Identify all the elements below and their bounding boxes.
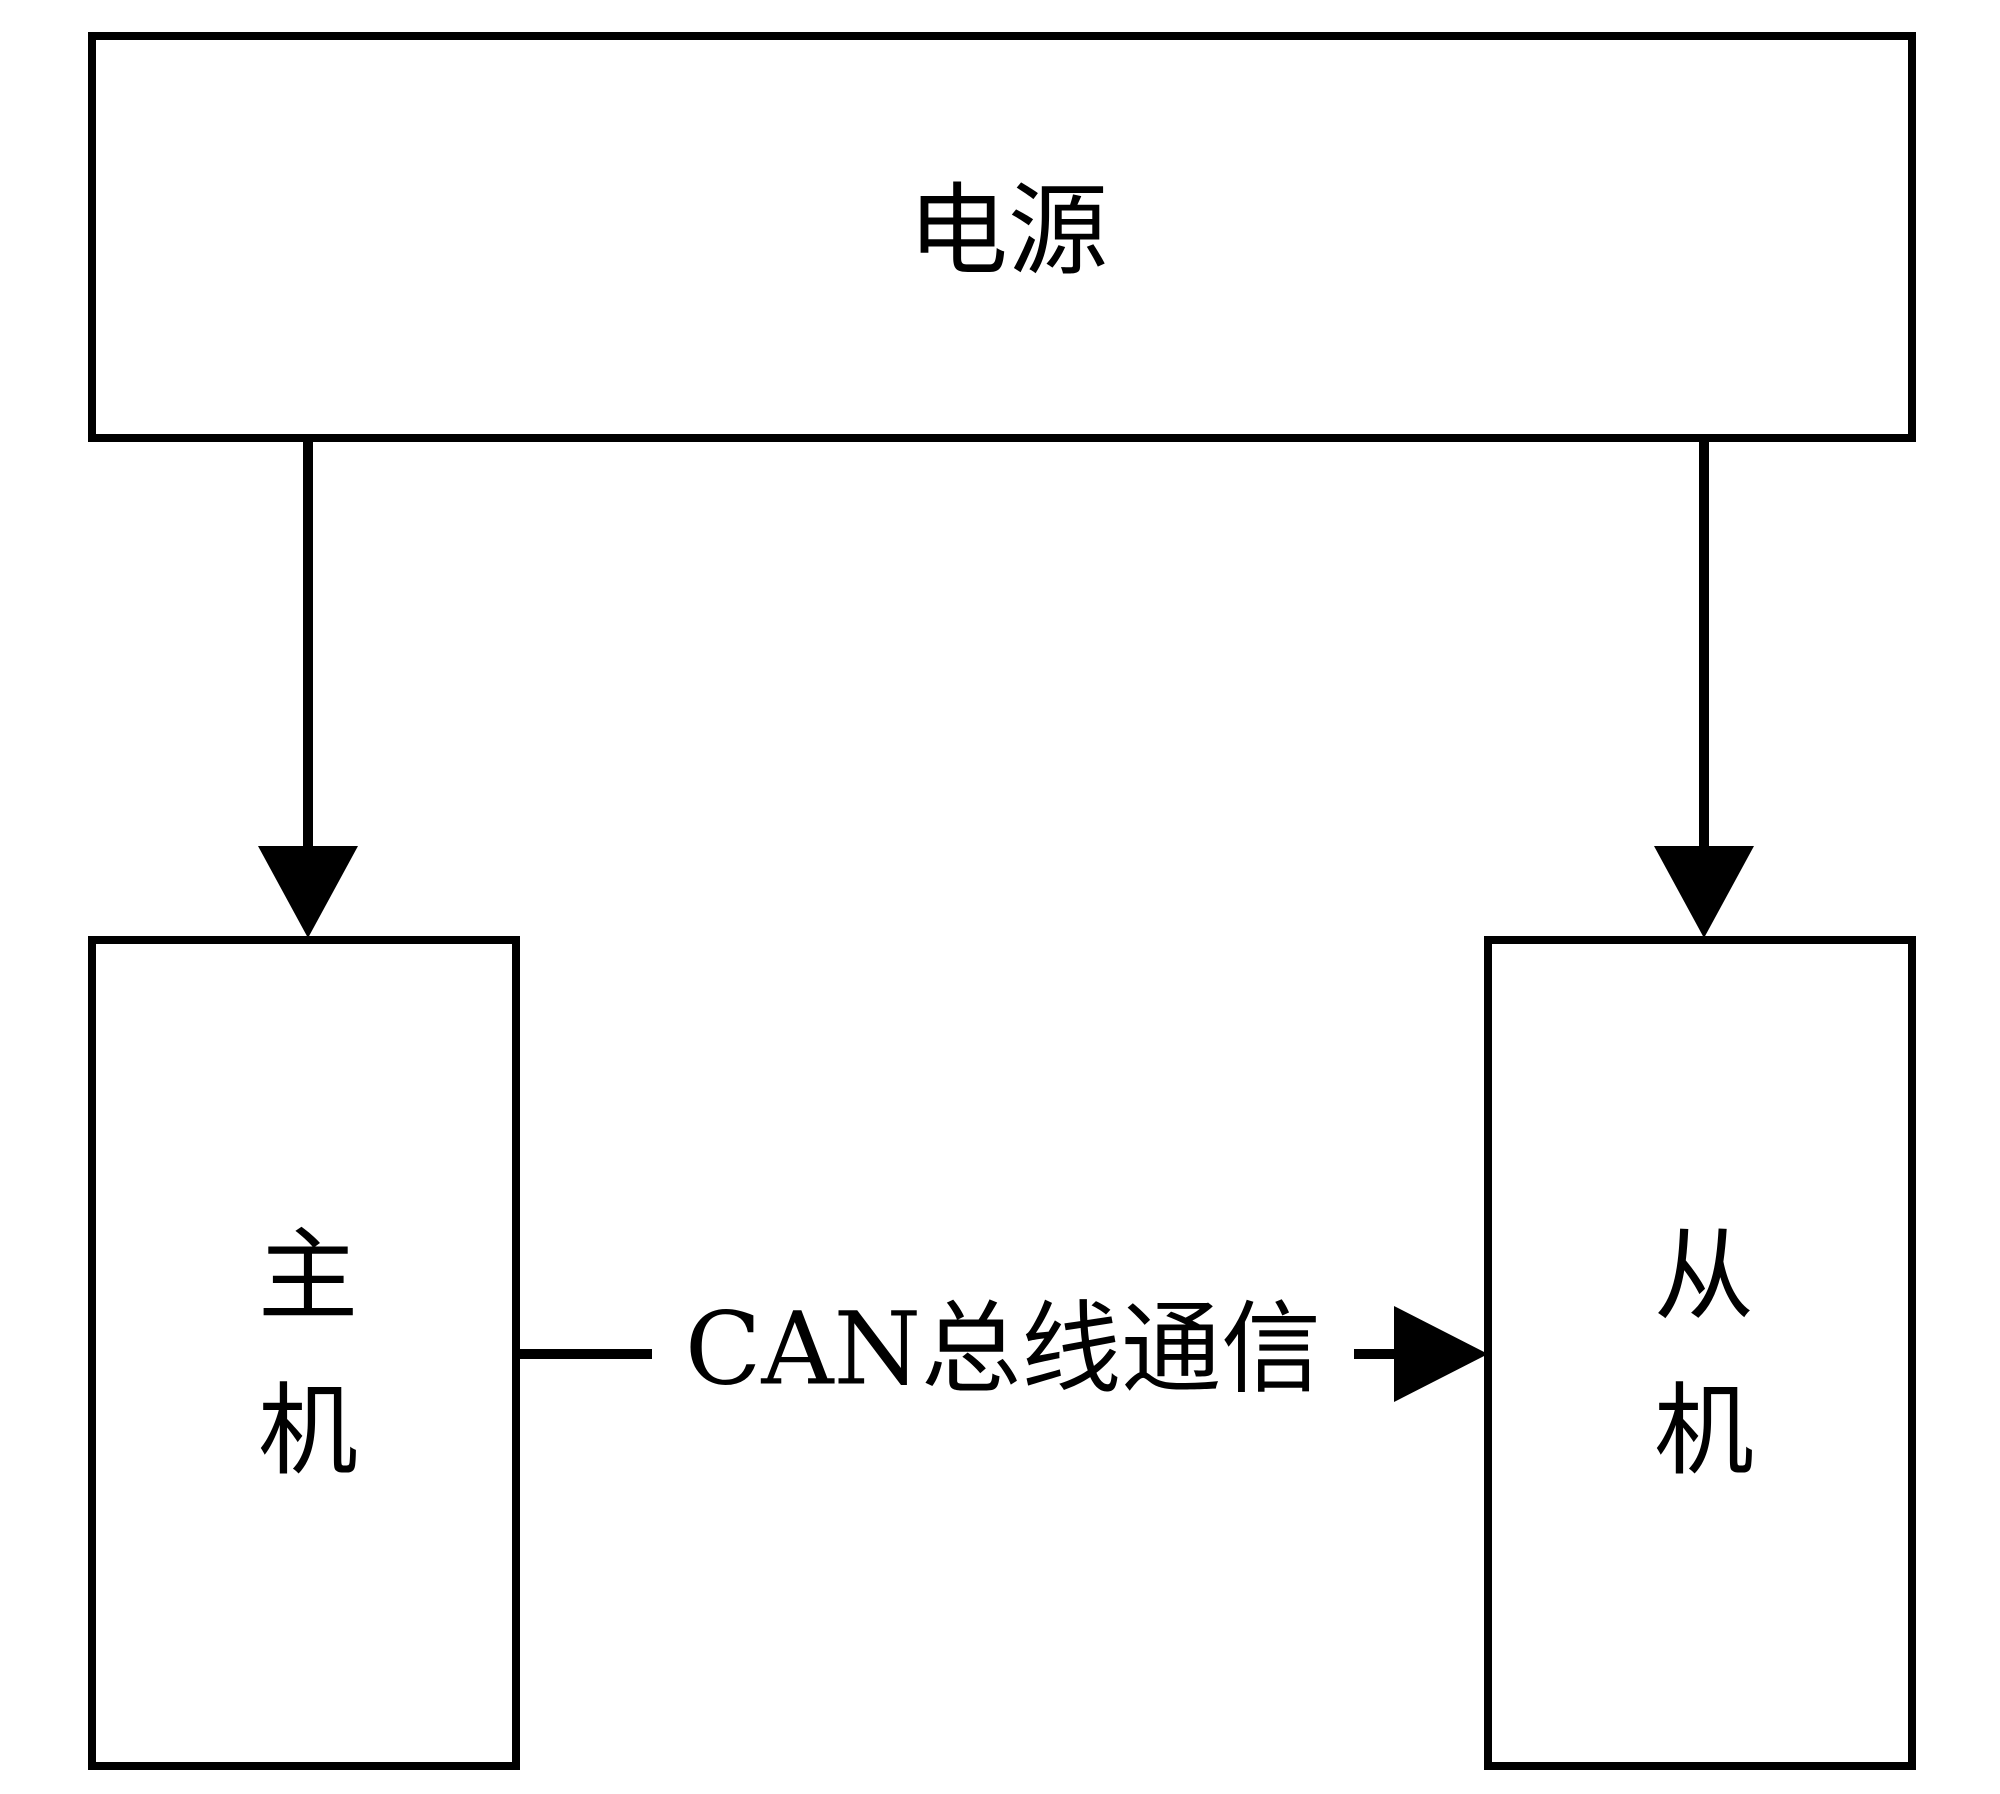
master-box bbox=[88, 936, 520, 1770]
node-power: 电源 bbox=[88, 32, 1916, 442]
master-label-line2: 机 bbox=[258, 1373, 358, 1490]
power-box bbox=[88, 32, 1916, 442]
edge-power-to-master bbox=[258, 442, 358, 938]
edge-power-to-slave bbox=[1654, 442, 1754, 938]
arrowhead-down-icon bbox=[258, 846, 358, 938]
slave-label-line2: 机 bbox=[1654, 1373, 1754, 1490]
edge-master-to-slave: CAN总线通信 bbox=[516, 1291, 1488, 1408]
master-label-line1: 主 bbox=[258, 1218, 358, 1335]
slave-label-line1: 从 bbox=[1654, 1218, 1754, 1335]
arrowhead-down-icon bbox=[1654, 846, 1754, 938]
node-master: 主 机 bbox=[88, 936, 520, 1770]
can-bus-label: CAN总线通信 bbox=[685, 1291, 1321, 1408]
power-label: 电源 bbox=[908, 173, 1108, 290]
node-slave: 从 机 bbox=[1484, 936, 1916, 1770]
slave-box bbox=[1484, 936, 1916, 1770]
arrowhead-right-icon bbox=[1394, 1306, 1488, 1402]
